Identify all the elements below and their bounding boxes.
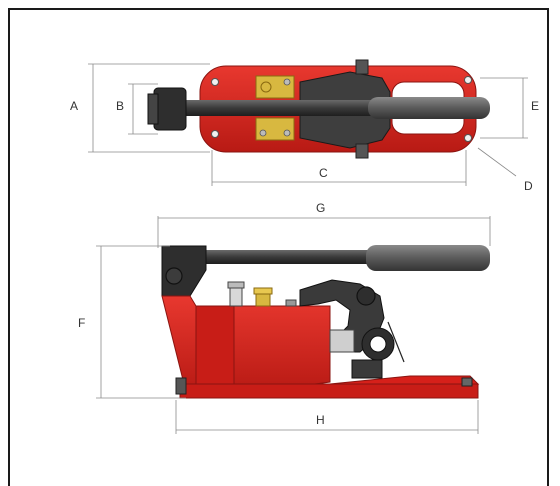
- side-base-plate: [179, 383, 479, 399]
- side-red-body: [161, 295, 331, 393]
- top-pivot-block: [153, 87, 187, 131]
- bolt-icon: [211, 130, 219, 138]
- label-c: C: [319, 166, 328, 180]
- side-view: [161, 245, 490, 399]
- label-b: B: [116, 99, 124, 113]
- label-h: H: [316, 413, 325, 427]
- side-small-fitting: [285, 299, 297, 307]
- label-e: E: [531, 99, 539, 113]
- side-cutter-blade: [329, 329, 355, 353]
- bolt-icon: [211, 78, 219, 86]
- side-handle-bar: [170, 250, 390, 264]
- top-dimensions: [88, 63, 528, 186]
- screw-icon: [259, 129, 267, 137]
- bolt-icon: [464, 134, 472, 142]
- top-pivot-cap: [147, 93, 159, 125]
- pivot-bolt-icon: [165, 267, 183, 285]
- label-g: G: [316, 201, 325, 215]
- base-stud: [461, 377, 473, 387]
- side-handle-grip: [366, 245, 490, 271]
- top-view: [147, 59, 490, 159]
- base-foot: [175, 377, 187, 395]
- ring-icon: [260, 81, 272, 93]
- side-lower-jaw: [351, 359, 383, 379]
- screw-icon: [283, 129, 291, 137]
- side-base-ramp: [329, 375, 480, 385]
- figure-frame: [8, 8, 549, 486]
- side-body-panel: [195, 305, 235, 389]
- top-head-stud: [355, 59, 369, 75]
- head-pivot-icon: [356, 286, 376, 306]
- top-handle-grip: [368, 97, 490, 119]
- side-brass-valve-cap: [253, 287, 273, 295]
- label-a: A: [70, 99, 78, 113]
- jaw-opening-inner: [369, 335, 387, 353]
- label-f: F: [78, 316, 85, 330]
- brass-block: [255, 117, 295, 141]
- screw-icon: [283, 78, 291, 86]
- label-d: D: [524, 179, 533, 193]
- side-spring: [387, 321, 405, 363]
- side-fitting-nut: [227, 281, 245, 289]
- side-dimensions: [96, 216, 491, 434]
- top-head-stud: [355, 143, 369, 159]
- top-handle-bar: [180, 100, 392, 116]
- bolt-icon: [464, 76, 472, 84]
